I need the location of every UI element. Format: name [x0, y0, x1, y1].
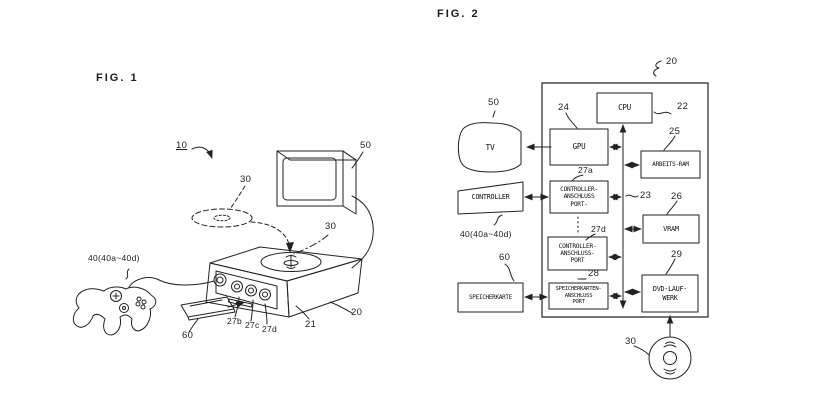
fig1-ref-system: 10: [176, 140, 188, 151]
fig2-port-a-label: CONTROLLER- ANSCHLUSS PORT-: [560, 186, 598, 208]
fig2-ref-mem-port: 28: [588, 268, 600, 279]
fig2-cpu-label: CPU: [618, 102, 631, 112]
fig1-ref-disc-air: 30: [240, 174, 252, 185]
fig1-ref-tv: 50: [360, 140, 372, 151]
fig2-mem-port-label: SPEICHERKARTEN- ANSCHLUSS PORT: [555, 286, 602, 306]
fig2-vram-box: [642, 214, 700, 244]
fig2-ref-dvd: 29: [671, 249, 683, 260]
fig1-insert-arrow: [250, 221, 290, 245]
fig1-ref-port-b: 27b: [227, 316, 243, 326]
fig1-spindle: [285, 254, 297, 269]
fig2-ref-memcard: 60: [499, 252, 511, 263]
fig2-mem-port-box: [548, 282, 609, 310]
fig1-floating-disc: [191, 185, 290, 245]
fig2-ref-port-a: 27a: [578, 165, 594, 175]
fig2-dvd-box: [641, 274, 699, 313]
fig2-port-d-label: CONTROLLER- ANSCHLUSS- PORT: [558, 242, 597, 265]
fig1-insert-arrowhead: [286, 242, 294, 253]
fig2-dvd-label: DVD-LAUF- WERK: [652, 285, 688, 302]
fig2-title: FIG. 2: [437, 8, 480, 20]
fig2-ref-vram: 26: [671, 191, 683, 202]
fig1-memory-card-drawing: [180, 296, 236, 333]
fig1-title: FIG. 1: [96, 72, 139, 84]
fig2-ref-console: 20: [666, 56, 678, 67]
fig2-gpu-label: GPU: [572, 141, 586, 151]
fig1-drawing: [72, 146, 374, 336]
fig2-ref-port-d: 27d: [591, 224, 607, 234]
fig1-tv-drawing: [276, 150, 374, 269]
fig2-disc-drawing: [648, 315, 692, 380]
fig1-lead-lines: [234, 234, 353, 325]
fig2-controller-shape: [457, 181, 524, 215]
fig2-ram-label: ARBEITS-RAM: [652, 160, 689, 168]
fig2-cpu-box: [596, 92, 653, 124]
fig1-system-lead: [191, 146, 213, 159]
fig2-ref-bus: 23: [640, 190, 652, 201]
fig1-ref-console: 20: [351, 307, 363, 318]
fig1-controller-drawing: [72, 268, 215, 336]
fig2-connections: [524, 143, 642, 301]
fig1-tv-cable: [351, 195, 374, 269]
fig2-memcard-box: [457, 282, 524, 313]
fig2-memcard-label: SPEICHERKARTE: [468, 293, 513, 301]
fig1-ref-port-c: 27c: [245, 320, 260, 330]
fig2-ref-gpu: 24: [558, 102, 570, 113]
fig2-controller-label: CONTROLLER: [471, 193, 510, 202]
fig2-ref-controller: 40(40a~40d): [460, 229, 512, 239]
fig2-tv-shape: [457, 122, 522, 173]
fig1-controller-cable: [128, 277, 215, 288]
fig1-card-arrow: [227, 301, 245, 308]
fig1-console-drawing: [205, 246, 363, 318]
fig2-ram-box: [640, 150, 701, 179]
fig2-diagram: [457, 60, 709, 380]
fig1-ref-memory-card: 60: [182, 330, 194, 341]
fig1-ref-front-panel: 21: [305, 319, 317, 330]
fig2-port-d-box: [547, 236, 608, 271]
fig1-ref-disc-console: 30: [325, 221, 337, 232]
fig2-lead-lines: [492, 60, 678, 356]
fig2-port-a-box: [549, 180, 609, 214]
fig2-vram-label: VRAM: [663, 224, 679, 233]
fig1-ref-controller: 40(40a~40d): [88, 253, 140, 263]
fig2-ref-tv: 50: [488, 97, 500, 108]
fig1-ref-port-d: 27d: [262, 324, 278, 334]
fig2-tv-label: TV: [485, 142, 495, 152]
fig2-ref-disc: 30: [625, 336, 637, 347]
fig2-ref-cpu: 22: [677, 101, 689, 112]
fig2-ref-ram: 25: [669, 126, 681, 137]
